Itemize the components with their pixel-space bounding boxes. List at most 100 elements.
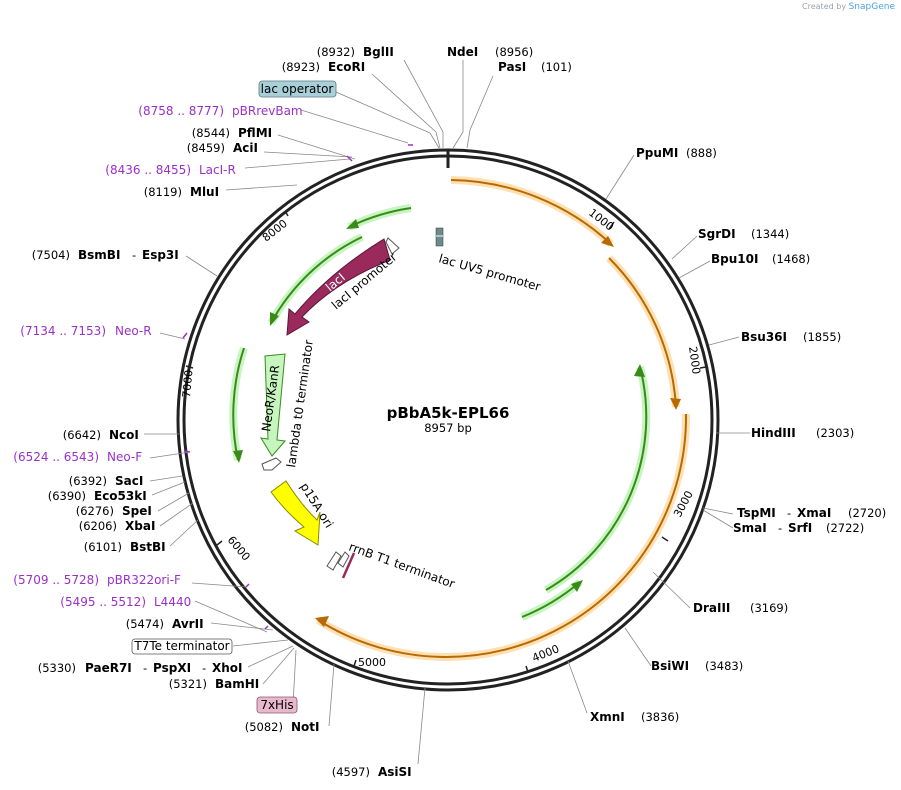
svg-text:-: - (143, 661, 147, 675)
enzyme-xmni-pos: (3836) (641, 710, 679, 724)
tick-7000: 7000 (180, 369, 195, 398)
enzyme-bamhi: BamHI (215, 677, 259, 691)
laci-feature-arrow (286, 238, 391, 336)
svg-text:-: - (787, 506, 791, 520)
enzyme-sgrdi: SgrDI (698, 227, 736, 241)
enzyme-xbai: XbaI (125, 519, 155, 533)
enzyme-bglii-pos: (8932) (317, 45, 355, 59)
enzyme-ecori: EcoRI (328, 60, 365, 74)
plasmid-name: pBbA5k-EPL66 (387, 404, 510, 422)
enzyme-ppumi: PpuMI (636, 146, 678, 160)
lac-uv5-promoter-label: lac UV5 promoter (437, 251, 542, 293)
enzyme-spei: SpeI (122, 504, 152, 518)
enzyme-saci-pos: (6392) (69, 474, 107, 488)
enzyme-ndei-pos: (8956) (495, 45, 533, 59)
enzyme-bamhi-pos: (5321) (169, 677, 207, 691)
enzyme-bpu10i: Bpu10I (711, 252, 758, 266)
orange-features (315, 176, 691, 661)
primer-markers (182, 144, 413, 630)
t7te-terminator-box (131, 638, 233, 655)
enzyme-acii: AciI (233, 141, 258, 155)
enzyme-pspxi: PspXI (153, 661, 191, 675)
snapgene-logo: SnapGene (848, 2, 895, 12)
primer-pbr322ori-f-range: (5709 .. 5728) (13, 573, 99, 587)
snapgene-credit: Created by SnapGene (802, 2, 895, 12)
green-arc-right (544, 366, 651, 594)
enzyme-pasi: PasI (498, 60, 526, 74)
enzyme-pflmi-pos: (8544) (192, 126, 230, 140)
laci-promoter-arrow (385, 237, 400, 255)
enzyme-ncoi: NcoI (109, 428, 139, 442)
enzyme-noti-pos: (5082) (245, 720, 283, 734)
svg-text:-: - (132, 248, 136, 262)
plasmid-size: 8957 bp (424, 421, 472, 435)
lac-uv5-promoter-marker (435, 227, 444, 247)
rrnb-t1-arrow1 (326, 551, 342, 571)
enzyme-asisi-pos: (4597) (332, 765, 370, 779)
enzyme-eco53ki-pos: (6390) (48, 489, 86, 503)
lambda-t0-terminator-label: lambda t0 terminator (284, 339, 316, 468)
primer-neo-r: Neo-R (115, 324, 152, 338)
kb-ticks (185, 210, 707, 673)
enzyme-mlui-pos: (8119) (144, 185, 182, 199)
enzyme-spei-pos: (6276) (76, 504, 114, 518)
enzyme-bglii: BglII (363, 45, 394, 59)
enzyme-esp3i: Esp3I (142, 248, 179, 262)
enzyme-pflmi: PflMI (238, 126, 272, 140)
enzyme-asisi: AsiSI (378, 765, 412, 779)
enzyme-xmni: XmnI (590, 710, 625, 724)
enzyme-ncoi-pos: (6642) (63, 428, 101, 442)
primer-l4440: L4440 (154, 595, 191, 609)
enzyme-hindiii-pos: (2303) (816, 426, 854, 440)
primer-pbrrevbam: pBRrevBam (232, 104, 303, 118)
rrnb-t1-arrow2 (337, 551, 350, 568)
t7te-terminator-label: T7Te terminator (133, 639, 229, 653)
enzyme-avrii: AvrII (172, 617, 204, 631)
enzyme-hindiii: HindIII (751, 426, 796, 440)
tick-5000: 5000 (358, 656, 386, 669)
credit-created-by: Created by (802, 2, 847, 11)
enzyme-bsmbi-pos: (7504) (32, 248, 70, 262)
enzyme-bstbi: BstBI (130, 540, 166, 554)
rrnb-t1-terminator-label: rrnB T1 terminator (347, 540, 457, 591)
enzyme-bsiwi-pos: (3483) (705, 659, 743, 673)
primer-neo-r-range: (7134 .. 7153) (20, 324, 106, 338)
enzyme-draiii: DraIII (693, 601, 730, 615)
enzyme-noti: NotI (291, 720, 320, 734)
enzyme-bsu36i: Bsu36I (741, 330, 787, 344)
enzyme-eco53ki: Eco53kI (94, 489, 147, 503)
enzyme-tspmi-pos: (2720) (848, 506, 886, 520)
green-features (229, 204, 651, 621)
svg-text:-: - (202, 661, 206, 675)
primer-neo-f: Neo-F (107, 450, 142, 464)
enzyme-acii-pos: (8459) (187, 141, 225, 155)
svg-text:-: - (778, 521, 782, 535)
enzyme-sgrdi-pos: (1344) (751, 227, 789, 241)
enzyme-bpu10i-pos: (1468) (772, 252, 810, 266)
primer-neo-f-range: (6524 .. 6543) (13, 450, 99, 464)
enzyme-pasi-pos: (101) (541, 60, 572, 74)
enzyme-bsu36i-pos: (1855) (803, 330, 841, 344)
enzyme-ecori-pos: (8923) (282, 60, 320, 74)
enzyme-xmai: XmaI (797, 506, 831, 520)
enzyme-smai-pos: (2722) (826, 521, 864, 535)
enzyme-srfi: SrfI (788, 521, 812, 535)
enzyme-saci: SacI (115, 474, 143, 488)
enzyme-xbai-pos: (6206) (79, 519, 117, 533)
primer-laci-r-range: (8436 .. 8455) (105, 163, 191, 177)
primer-pbrrevbam-range: (8758 .. 8777) (138, 104, 224, 118)
leader-lines (144, 59, 750, 765)
his7-box (256, 696, 298, 714)
lac-operator-label: lac operator (261, 82, 334, 96)
enzyme-bsiwi: BsiWI (651, 659, 689, 673)
enzyme-mlui: MluI (190, 185, 219, 199)
enzyme-xhoi: XhoI (212, 661, 243, 675)
enzyme-tspmi: TspMI (737, 506, 776, 520)
primer-pbr322ori-f: pBR322ori-F (107, 573, 181, 587)
enzyme-ndei: NdeI (447, 45, 478, 59)
neokanr-feature-arrow (260, 353, 286, 457)
enzyme-draiii-pos: (3169) (750, 601, 788, 615)
lambda-t0-terminator-arrow (261, 457, 282, 471)
primer-l4440-range: (5495 .. 5512) (60, 595, 146, 609)
